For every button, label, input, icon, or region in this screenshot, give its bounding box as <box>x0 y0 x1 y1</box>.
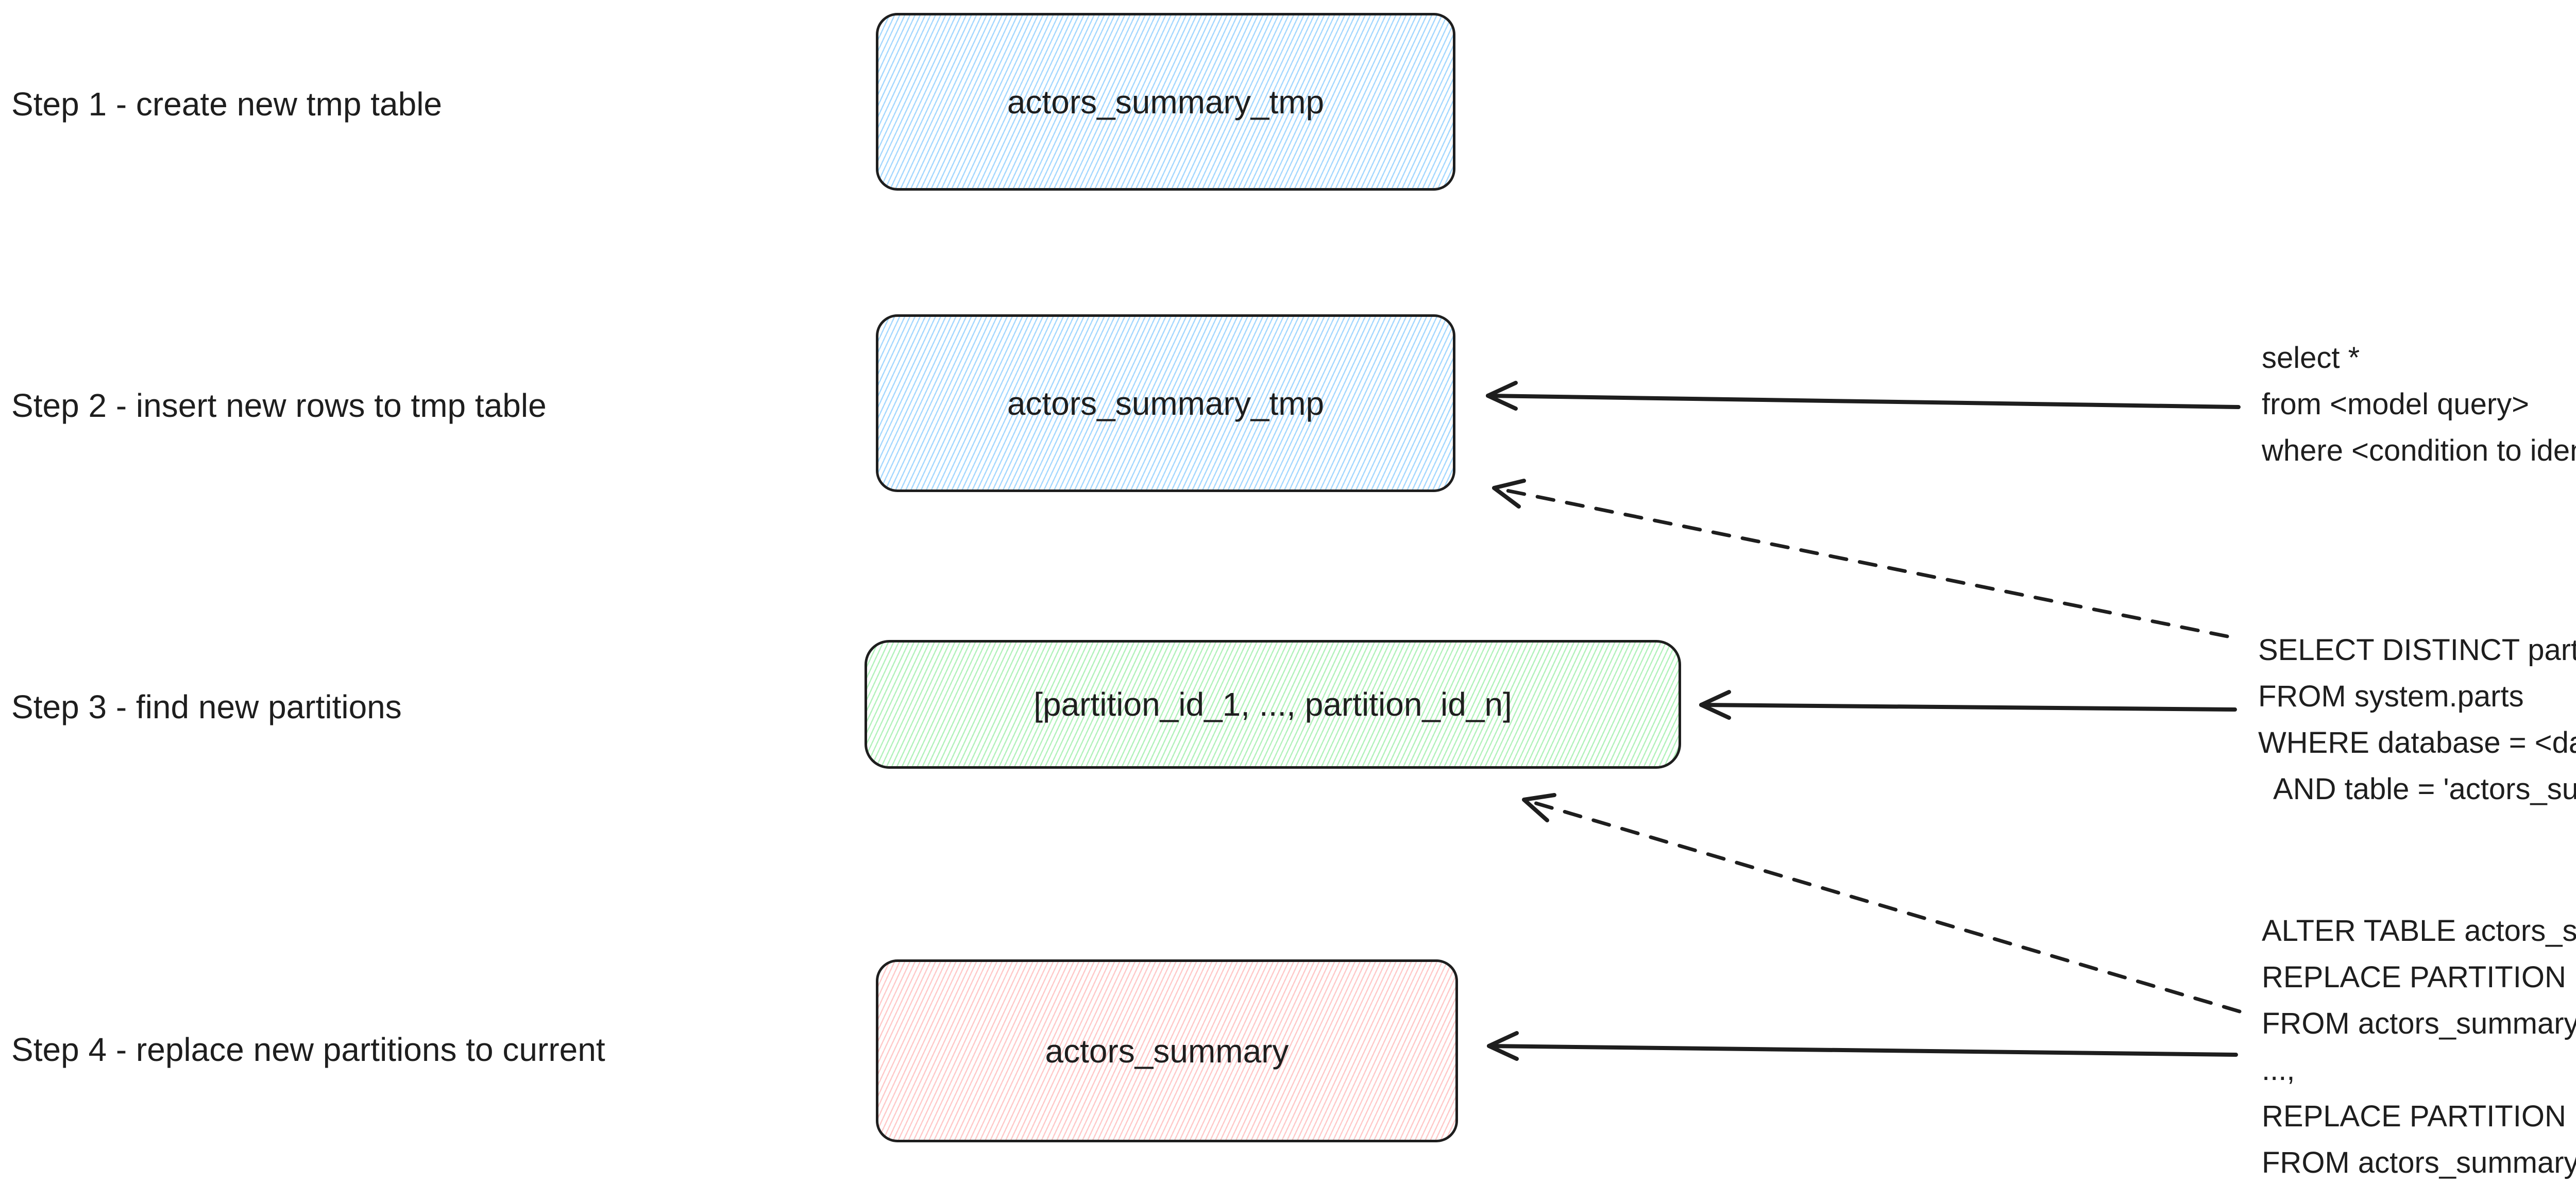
dashed-arrow-replace-to-partitions <box>1522 793 2242 1014</box>
sql-find-partitions: SELECT DISTINCT partition_id FROM system… <box>2258 633 2576 806</box>
node-box-step1-tmp-table: actors_summary_tmp <box>876 13 1455 191</box>
step-3-label: Step 3 - find new partitions <box>11 688 402 725</box>
arrow-replace-to-actors-summary <box>1487 1031 2238 1061</box>
arrow-select-distinct-to-partitions <box>1699 690 2237 720</box>
node-box-step3-partition-list: [partition_id_1, ..., partition_id_n] <box>865 640 1681 769</box>
node-box-step1-text: actors_summary_tmp <box>1007 83 1325 121</box>
node-box-step4-actors-summary: actors_summary <box>876 959 1458 1142</box>
node-box-step4-text: actors_summary <box>1045 1032 1289 1070</box>
step-2-label: Step 2 - insert new rows to tmp table <box>11 387 547 424</box>
node-box-step2-tmp-table: actors_summary_tmp <box>876 314 1455 492</box>
arrow-select-to-tmp-table <box>1486 381 2241 411</box>
sql-replace-partitions: ALTER TABLE actors_summary REPLACE PARTI… <box>2262 914 2576 1179</box>
node-box-step2-text: actors_summary_tmp <box>1007 384 1325 422</box>
step-4-label: Step 4 - replace new partitions to curre… <box>11 1031 605 1068</box>
sql-model-select: select * from <model query> where <condi… <box>2262 341 2576 467</box>
node-box-step3-text: [partition_id_1, ..., partition_id_n] <box>1033 686 1512 723</box>
step-1-label: Step 1 - create new tmp table <box>11 86 442 123</box>
dashed-arrow-select-distinct-to-tmp-table <box>1492 479 2229 638</box>
